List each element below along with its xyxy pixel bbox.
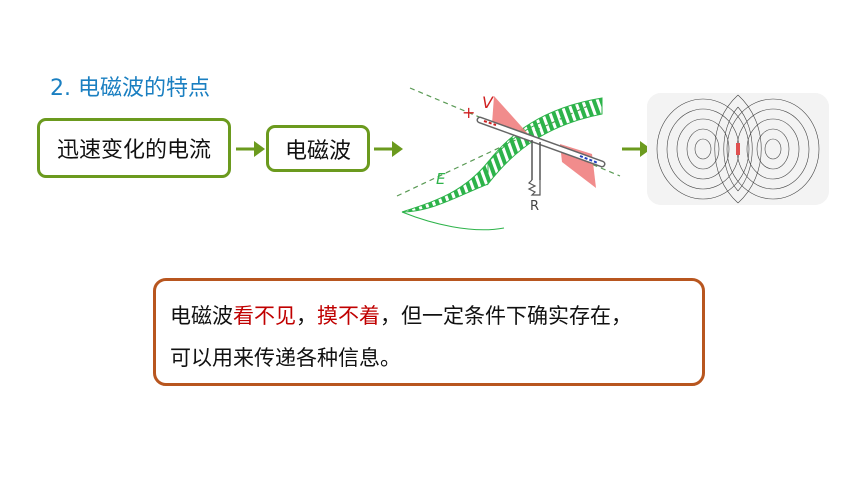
flow-box-current: 迅速变化的电流 xyxy=(37,118,231,178)
note-line-1: 电磁波看不见，摸不着，但一定条件下确实存在， xyxy=(170,295,702,337)
note-emphasis-invisible: 看不见 xyxy=(233,304,296,328)
note-text: 电磁波 xyxy=(170,304,233,328)
em-wave-figure: + V E R xyxy=(396,87,621,231)
section-heading: 2. 电磁波的特点 xyxy=(50,76,210,101)
note-text: ， xyxy=(296,304,317,328)
arrow-right-icon xyxy=(622,141,651,157)
radiation-pattern-image xyxy=(647,93,829,205)
e-label: E xyxy=(436,170,446,188)
arrow-right-icon xyxy=(236,141,265,157)
r-label: R xyxy=(530,199,539,214)
flow-box-wave-label: 电磁波 xyxy=(284,138,351,164)
note-emphasis-untouchable: 摸不着 xyxy=(317,304,380,328)
note-text: ，但一定条件下确实存在， xyxy=(380,304,632,328)
flow-box-current-label: 迅速变化的电流 xyxy=(56,138,211,163)
summary-note-box: 电磁波看不见，摸不着，但一定条件下确实存在， 可以用来传递各种信息。 xyxy=(153,278,705,386)
v-label: V xyxy=(482,93,494,112)
flow-box-wave: 电磁波 xyxy=(266,125,370,172)
note-line-2: 可以用来传递各种信息。 xyxy=(170,346,401,370)
plus-label: + xyxy=(462,103,475,122)
arrow-right-icon xyxy=(374,141,403,157)
